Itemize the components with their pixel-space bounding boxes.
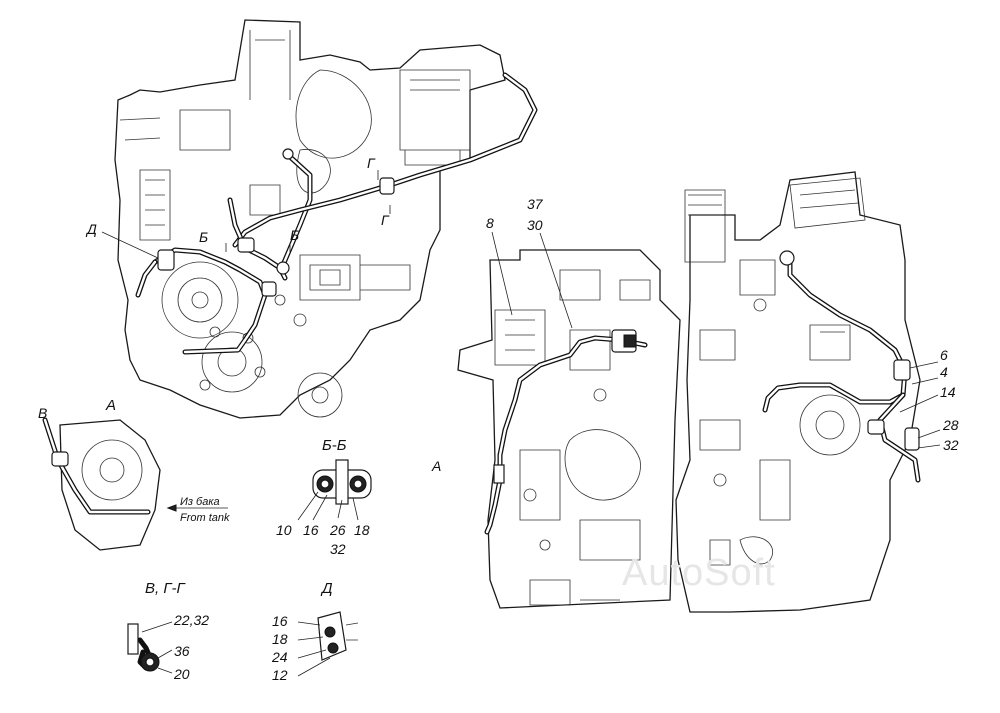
callout-d-18: 18: [272, 631, 288, 647]
callout-8: 8: [486, 215, 494, 231]
callout-32-right: 32: [943, 437, 959, 453]
callout-vg-20: 20: [174, 666, 190, 682]
callout-vg-22-32: 22,32: [174, 612, 210, 628]
callout-28: 28: [943, 417, 959, 433]
callout-37: 37: [527, 196, 543, 212]
view-v-mark: В: [38, 405, 48, 421]
callout-30: 30: [527, 217, 543, 233]
view-d-mark: Д: [87, 221, 97, 237]
callout-6: 6: [940, 347, 948, 363]
from-tank-label-en: From tank: [180, 512, 230, 524]
callout-14: 14: [940, 384, 956, 400]
section-vgg-detail: [127, 621, 173, 674]
view-a-title: А: [106, 397, 117, 414]
callout-bb-16: 16: [303, 522, 319, 538]
section-vgg-title: В, Г-Г: [145, 580, 185, 597]
section-bb-detail: [297, 459, 372, 521]
callout-d-24: 24: [272, 649, 288, 665]
callout-bb-26: 26: [330, 522, 346, 538]
callout-d-16: 16: [272, 613, 288, 629]
callout-bb-10: 10: [276, 522, 292, 538]
right-engine-view: [675, 171, 941, 613]
callout-bb-32: 32: [330, 541, 346, 557]
section-g-mark-upper: Г: [367, 155, 375, 171]
view-a-arrow-mark: А: [432, 458, 442, 474]
callout-bb-18: 18: [354, 522, 370, 538]
view-d-detail: [297, 611, 359, 677]
callout-d-12: 12: [272, 667, 288, 683]
section-bb-title: Б-Б: [322, 437, 347, 454]
view-d-title: Д: [322, 580, 333, 597]
from-tank-label-ru: Из бака: [180, 496, 220, 508]
watermark-text: AutoSoft: [622, 552, 776, 594]
section-b-mark-left: Б: [199, 229, 209, 245]
callout-vg-36: 36: [174, 643, 190, 659]
view-a-detail: [42, 417, 228, 551]
callout-4: 4: [940, 364, 948, 380]
section-g-mark-lower: Г: [381, 212, 389, 228]
middle-engine-view: [457, 231, 681, 609]
section-b-mark-right: Б: [290, 227, 300, 243]
left-engine-view: [101, 19, 538, 419]
